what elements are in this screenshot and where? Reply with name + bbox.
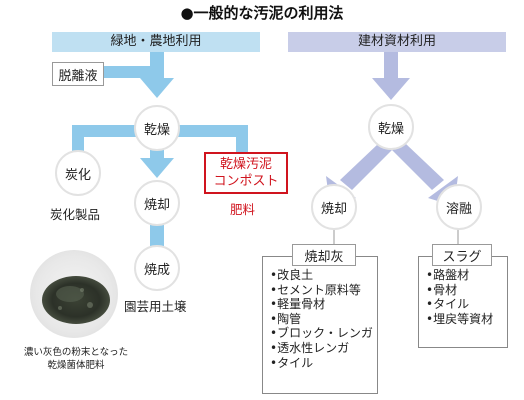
arrow-shaft-incineration-calcination [150, 222, 164, 250]
ash-uses-list: •改良土 •セメント原料等 •軽量骨材 •陶管 •ブロック・レンガ •透水性レン… [262, 256, 378, 394]
photo-caption-line2: 乾燥菌体肥料 [47, 360, 105, 371]
ash-use-item: •透水性レンガ [270, 340, 350, 355]
slag-use-item: •タイル [426, 297, 470, 312]
node-carbonization: 炭化 [55, 150, 101, 196]
ash-use-item: •セメント原料等 [270, 282, 361, 297]
box-dried-sludge-compost: 乾燥汚泥 コンポスト [204, 152, 288, 194]
arrow-head-to-incineration [140, 158, 174, 178]
dried-sludge-line2: コンポスト [213, 174, 279, 189]
node-melting: 溶融 [436, 184, 482, 230]
arrow-dehydrated-feed [102, 66, 154, 78]
node-incineration-left: 焼却 [134, 180, 180, 226]
arrow-down-to-carbonization [72, 125, 84, 155]
page-title: ●一般的な汚泥の利用法 [180, 4, 344, 22]
powder-pile-image [42, 276, 110, 324]
ash-use-item: •改良土 [270, 268, 314, 282]
label-carbonized-product: 炭化製品 [50, 207, 101, 222]
node-drying-left: 乾燥 [134, 105, 180, 151]
node-incineration-right: 焼却 [311, 184, 357, 230]
arrow-right-diag-left [340, 144, 392, 190]
slag-uses-list: •路盤材 •骨材 •タイル •埋戻等資材 [418, 256, 508, 348]
ash-use-item: •陶管 [270, 311, 302, 326]
node-calcination: 焼成 [134, 245, 180, 291]
photo-caption: 濃い灰色の粉末となった 乾燥菌体肥料 [6, 346, 146, 372]
header-green-agri-use: 緑地・農地利用 [52, 32, 260, 52]
ash-use-item: •ブロック・レンガ [270, 326, 373, 341]
arrow-down-to-compost [236, 125, 248, 155]
arrow-right-head-to-drying [372, 78, 410, 100]
dehydrated-liquid-box: 脱離液 [52, 62, 104, 86]
label-fertilizer: 肥料 [230, 202, 256, 217]
dried-sludge-line1: 乾燥汚泥 [219, 157, 272, 172]
slag-use-item: •埋戻等資材 [426, 311, 494, 326]
arrow-right-shaft-top [384, 52, 398, 80]
header-building-material-use: 建材資材利用 [288, 32, 506, 52]
node-drying-right: 乾燥 [368, 104, 414, 150]
label-slag: スラグ [432, 244, 492, 266]
arrow-branch-left [72, 125, 154, 137]
ash-use-item: •軽量骨材 [270, 297, 326, 312]
arrow-right-diag-right [392, 144, 444, 190]
slag-use-item: •路盤材 [426, 268, 470, 282]
arrow-head-to-drying [140, 78, 174, 98]
ash-use-item: •タイル [270, 355, 314, 370]
label-horticultural-soil: 園芸用土壌 [124, 299, 187, 314]
photo-caption-line1: 濃い灰色の粉末となった [23, 347, 129, 358]
fertilizer-powder-photo [30, 250, 118, 338]
label-incinerated-ash-front: 焼却灰 [292, 244, 356, 266]
arrow-branch-right [176, 125, 248, 137]
slag-use-item: •骨材 [426, 282, 458, 297]
